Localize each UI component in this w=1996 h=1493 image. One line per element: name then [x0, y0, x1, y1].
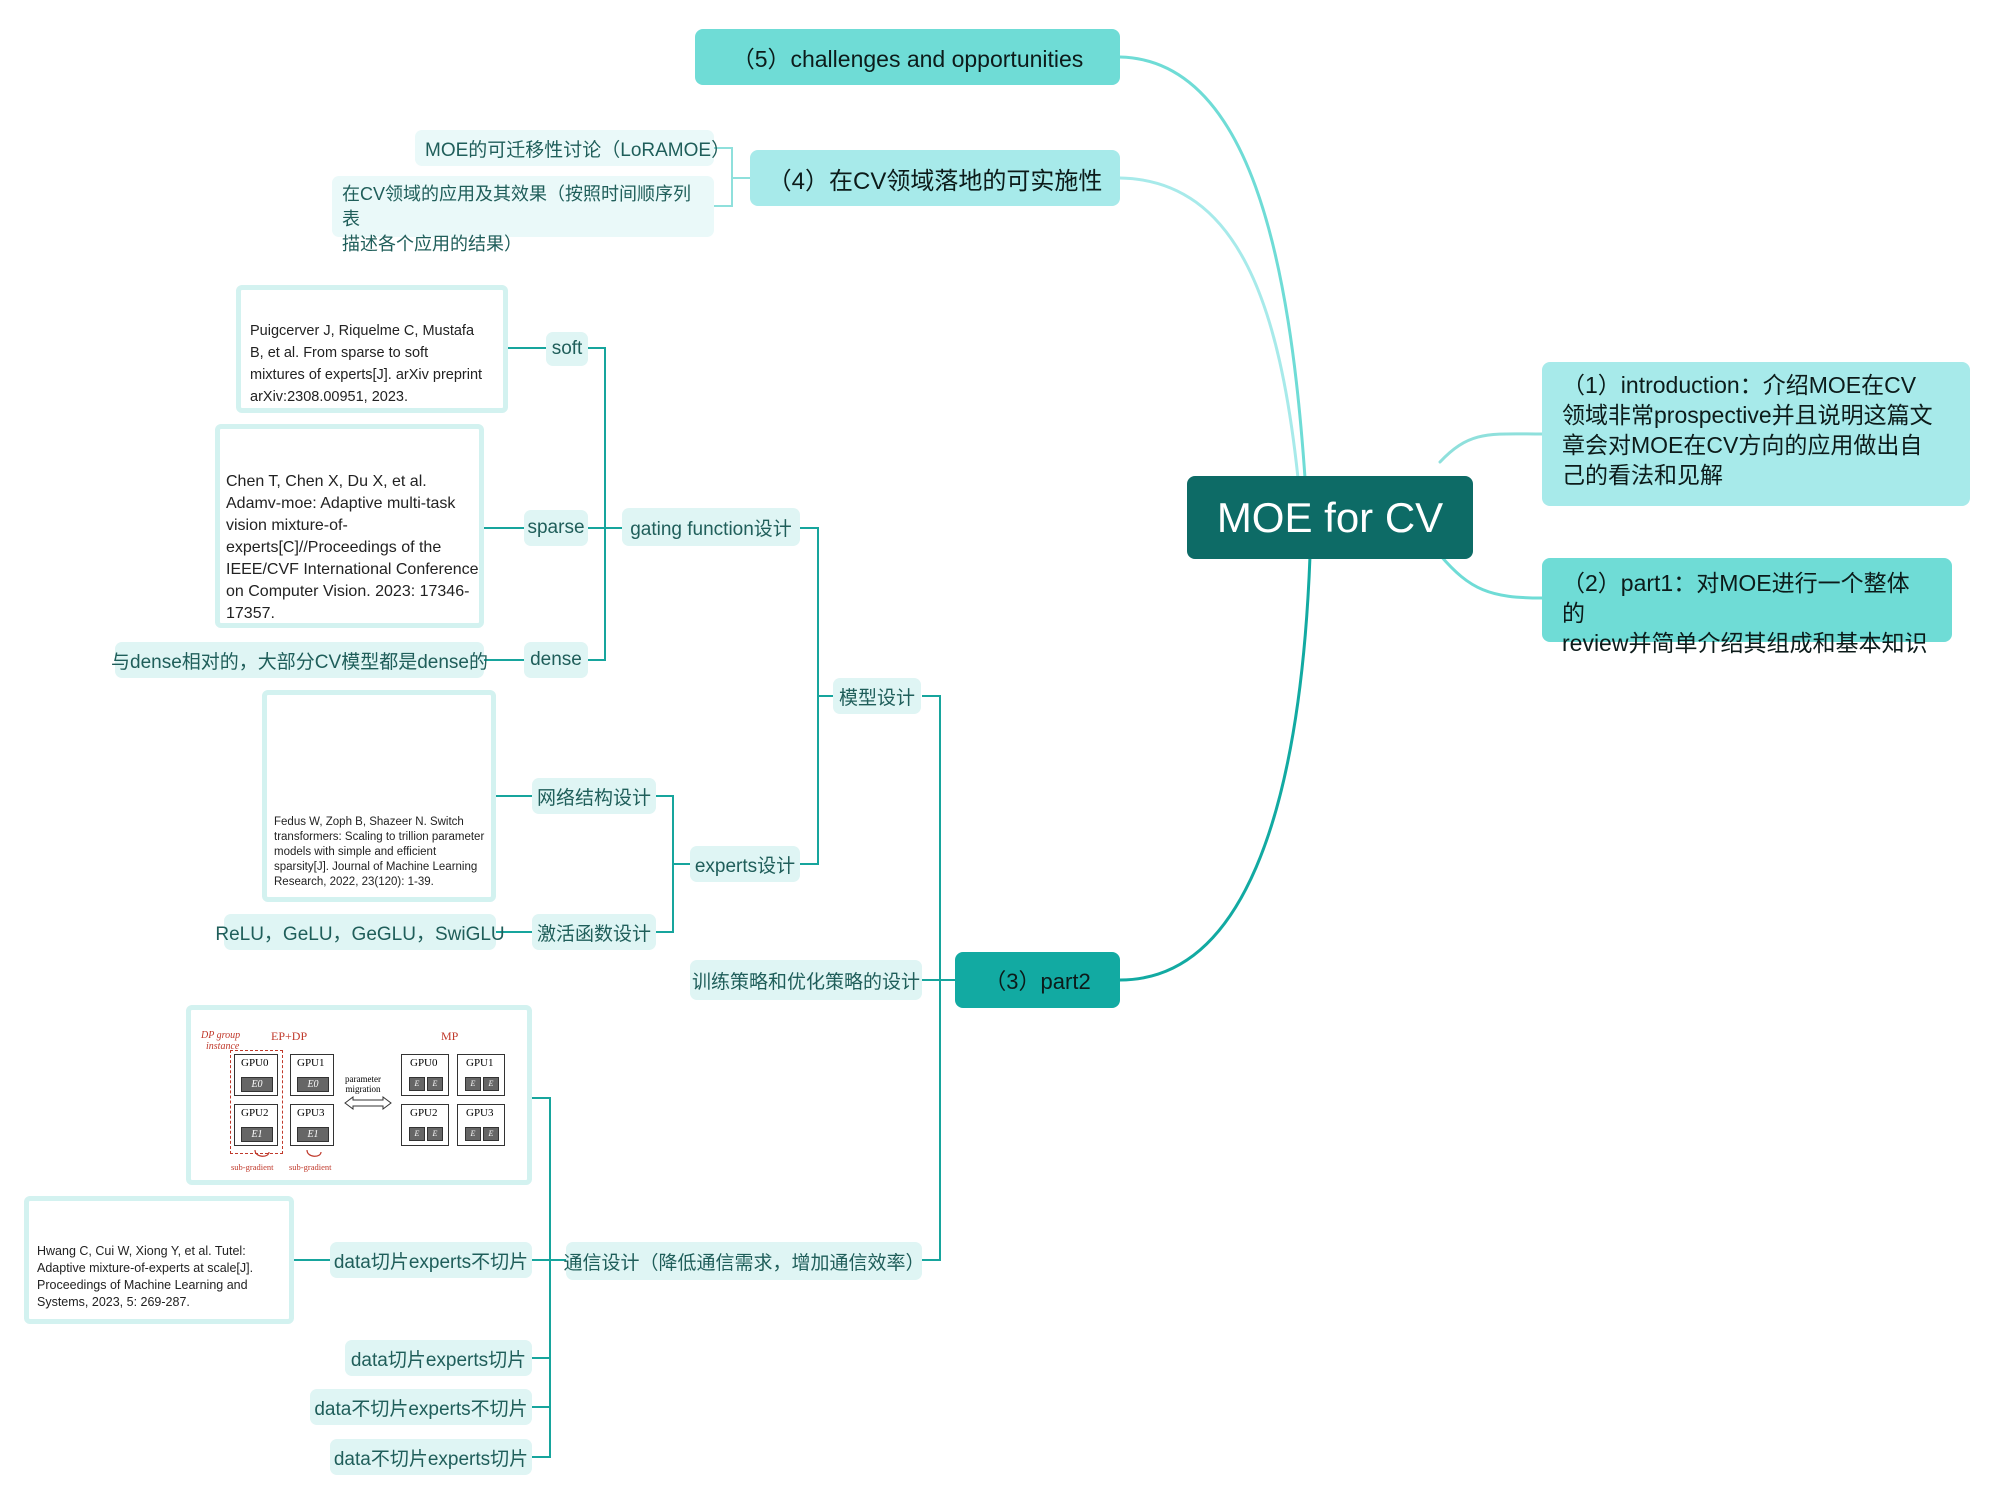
dp-group-label: DP group [201, 1030, 241, 1041]
branch-part1[interactable]: （2）part1：对MOE进行一个整体的 review并简单介绍其组成和基本知识 [1542, 558, 1952, 656]
branch-introduction-line: 章会对MOE在CV方向的应用做出自 [1562, 432, 1923, 458]
reference-line: Systems, 2023, 5: 269-287. [37, 1295, 190, 1309]
gating-dense-node[interactable]: dense [524, 642, 588, 678]
reference-line: on Computer Vision. 2023: 17346- [226, 583, 470, 600]
loramoe-node[interactable]: MOE的可迁移性讨论（LoRAMOE） [415, 130, 730, 166]
reference-line: vision mixture-of- [226, 517, 348, 534]
reference-line: 17357. [226, 605, 275, 622]
activation-function-node[interactable]: 激活函数设计 [532, 914, 656, 950]
mp-label: MP [441, 1029, 459, 1043]
reference-line: arXiv:2308.00951, 2023. [250, 389, 409, 405]
experts-design-node[interactable]: experts设计 [690, 846, 800, 882]
branch-introduction-line: （1）introduction：介绍MOE在CV [1562, 372, 1917, 398]
dense-note-node[interactable]: 与dense相对的，大部分CV模型都是dense的 [111, 642, 488, 678]
reference-line: Puigcerver J, Riquelme C, Mustafa [250, 323, 475, 339]
reference-line: Proceedings of Machine Learning and [37, 1278, 248, 1292]
comm-option-node[interactable]: data不切片experts切片 [330, 1439, 532, 1475]
gating-sparse-node[interactable]: sparse [524, 510, 588, 546]
gpu-box: GPU0 E0 [234, 1054, 278, 1096]
sub-gradient-label: sub-gradient [289, 1162, 332, 1172]
branch-part1-line: （2）part1：对MOE进行一个整体的 [1562, 570, 1910, 626]
gpu-box: GPU2 E1 [234, 1104, 278, 1146]
reference-line: models with simple and efficient [274, 846, 437, 858]
central-topic[interactable]: MOE for CV [1187, 476, 1473, 559]
training-strategy-node[interactable]: 训练策略和优化策略的设计 [690, 960, 922, 1000]
dp-group-label: instance [206, 1041, 240, 1052]
cv-application-line: 在CV领域的应用及其效果（按照时间顺序列表 [342, 184, 692, 229]
soft-reference-image: Puigcerver J, Riquelme C, Mustafa B, et … [236, 285, 508, 413]
branch-part2[interactable]: （3）part2 [955, 952, 1120, 1008]
activation-list-node[interactable]: ReLU，GeLU，GeGLU，SwiGLU [215, 914, 505, 950]
reference-line: sparsity[J]. Journal of Machine Learning [274, 861, 478, 873]
reference-line: experts[C]//Proceedings of the [226, 539, 442, 556]
network-structure-node[interactable]: 网络结构设计 [532, 778, 656, 814]
cv-application-line: 描述各个应用的结果） [342, 234, 522, 254]
reference-line: B, et al. From sparse to soft [250, 345, 429, 361]
parallelism-figure: DP group instance EP+DP MP GPU0 E0 GPU1 … [186, 1005, 532, 1185]
branch-challenges[interactable]: （5）challenges and opportunities [695, 29, 1120, 85]
comm-option-node[interactable]: data不切片experts不切片 [310, 1389, 532, 1425]
cv-application-node[interactable]: 在CV领域的应用及其效果（按照时间顺序列表 描述各个应用的结果） [332, 176, 714, 254]
reference-line: Adamv-moe: Adaptive multi-task [226, 495, 456, 512]
double-arrow-icon [344, 1096, 392, 1110]
communication-design-node[interactable]: 通信设计（降低通信需求，增加通信效率） [564, 1242, 925, 1280]
sub-gradient-label: sub-gradient [231, 1162, 274, 1172]
reference-line: Hwang C, Cui W, Xiong Y, et al. Tutel: [37, 1244, 246, 1258]
gpu-box: GPU3 E1 [290, 1104, 334, 1146]
comm-reference-image: Hwang C, Cui W, Xiong Y, et al. Tutel: A… [24, 1196, 294, 1324]
model-design-node[interactable]: 模型设计 [833, 678, 921, 714]
reference-line: IEEE/CVF International Conference [226, 561, 479, 578]
migration-label: parameter [345, 1074, 381, 1084]
branch-introduction[interactable]: （1）introduction：介绍MOE在CV 领域非常prospective… [1542, 362, 1970, 506]
migration-label: migration [345, 1084, 381, 1094]
reference-line: Chen T, Chen X, Du X, et al. [226, 473, 427, 490]
reference-line: Research, 2022, 23(120): 1-39. [274, 876, 434, 888]
branch-part1-line: review并简单介绍其组成和基本知识 [1562, 630, 1928, 656]
sub-gradient-arrow-icon [254, 1149, 322, 1157]
reference-line: Fedus W, Zoph B, Shazeer N. Switch [274, 816, 464, 828]
gating-soft-node[interactable]: soft [546, 332, 588, 366]
gpu-box: GPU1 E0 [290, 1054, 334, 1096]
network-reference-image: Fedus W, Zoph B, Shazeer N. Switch trans… [262, 690, 496, 902]
comm-option-node[interactable]: data切片experts切片 [345, 1340, 532, 1376]
branch-cv-feasibility[interactable]: （4）在CV领域落地的可实施性 [750, 150, 1120, 206]
sparse-reference-image: Chen T, Chen X, Du X, et al. Adamv-moe: … [215, 424, 484, 628]
branch-introduction-line: 领域非常prospective并且说明这篇文 [1562, 402, 1933, 428]
ep-dp-label: EP+DP [271, 1029, 308, 1043]
branch-introduction-line: 己的看法和见解 [1562, 462, 1723, 488]
reference-line: Adaptive mixture-of-experts at scale[J]. [37, 1261, 254, 1275]
gating-function-node[interactable]: gating function设计 [622, 508, 800, 546]
reference-line: mixtures of experts[J]. arXiv preprint [250, 367, 483, 383]
comm-option-node[interactable]: data切片experts不切片 [330, 1242, 532, 1278]
reference-line: transformers: Scaling to trillion parame… [274, 831, 485, 843]
